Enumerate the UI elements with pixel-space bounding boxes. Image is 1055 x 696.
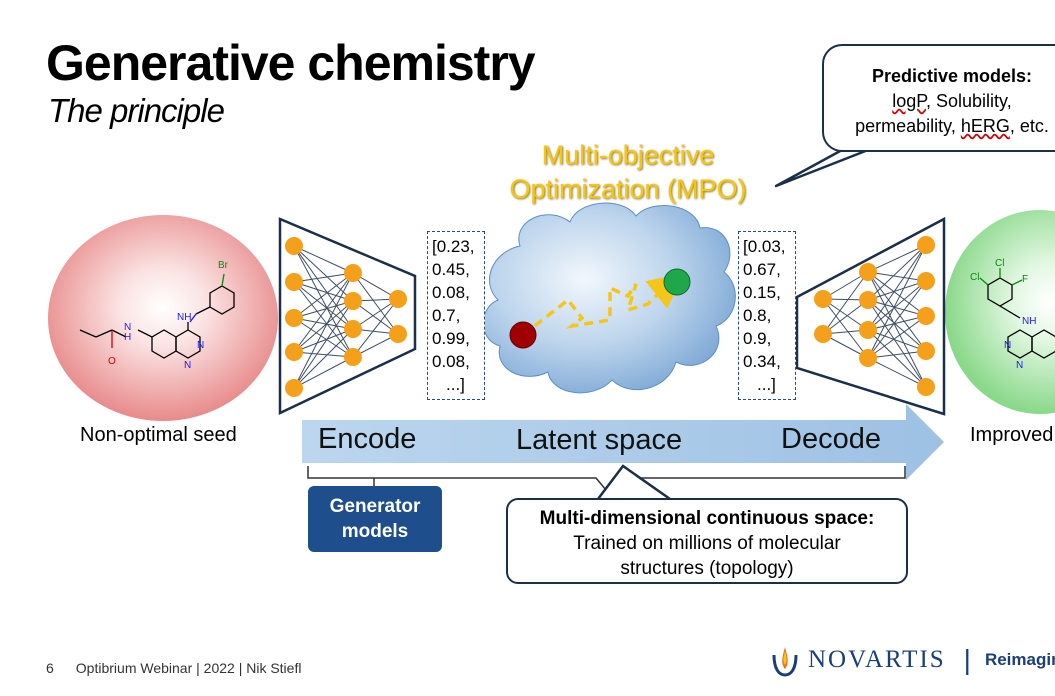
latent-box-line2: structures (topology)	[620, 558, 794, 579]
callout-etc: , etc.	[1009, 116, 1049, 136]
atom-n2-improved-label: N	[1016, 360, 1024, 371]
predictive-models-callout: Predictive models: logP, Solubility, per…	[822, 44, 1055, 152]
footer: 6 Optibrium Webinar | 2022 | Nik Stiefl	[46, 660, 301, 676]
vector-value: 0.99,	[432, 329, 470, 348]
start-point	[509, 321, 537, 349]
decoder-network	[795, 216, 946, 416]
callout-solubility: , Solubility,	[926, 91, 1012, 111]
atom-cl1-label: Cl	[970, 272, 980, 283]
atom-h-amide-label: H	[124, 332, 132, 343]
callout-pointer	[774, 148, 869, 188]
callout-line1: logP, Solubility,	[824, 89, 1055, 114]
page-number: 6	[46, 660, 54, 676]
mpo-line2: Optimization (MPO)	[509, 174, 747, 204]
vector-value: 0.15,	[743, 283, 781, 302]
flow-arrow	[302, 404, 944, 480]
atom-n-ring2-label: N	[184, 360, 192, 371]
slide-subtitle: The principle	[48, 92, 225, 129]
improved-glow	[945, 210, 1055, 414]
generator-line2: models	[341, 521, 409, 542]
generator-line1: Generator	[329, 496, 421, 517]
end-point	[663, 268, 691, 296]
vector-value: 0.34,	[743, 352, 781, 371]
vector-value: 0.8,	[743, 306, 772, 325]
seed-glow	[48, 215, 278, 421]
logo-separator: |	[963, 644, 971, 675]
atom-f-label: F	[1022, 274, 1029, 285]
improved-molecule	[979, 268, 1055, 359]
vector-value: ...]	[757, 375, 776, 394]
logo-brand: NOVARTIS	[808, 646, 946, 673]
encode-vector: [0.23, 0.45, 0.08, 0.7, 0.99, 0.08, ...]	[427, 231, 485, 400]
atom-br-label: Br	[218, 260, 228, 271]
mpo-line1: Multi-objective	[541, 140, 715, 170]
callout-herg: hERG	[960, 116, 1010, 136]
callout-permeability: permeability,	[855, 116, 961, 136]
latent-space-label: Latent space	[516, 424, 683, 456]
latent-pointer	[597, 464, 671, 501]
vector-value: ...]	[446, 375, 465, 394]
slide-title: Generative chemistry	[46, 35, 536, 91]
mpo-label: Multi-objective Optimization (MPO)	[496, 138, 760, 206]
logo-tagline: Reimagining Medicine	[984, 650, 1055, 669]
vector-value: 0.45,	[432, 260, 470, 279]
callout-heading: Predictive models:	[871, 66, 1033, 86]
improved-caption: Improved	[970, 424, 1054, 446]
atom-n-amide-label: N	[124, 322, 132, 333]
atom-nh-improved-label: NH	[1022, 316, 1037, 327]
latent-box-heading: Multi-dimensional continuous space:	[539, 508, 875, 529]
encoder-network	[278, 217, 417, 415]
callout-line2: permeability, hERG, etc.	[824, 114, 1055, 139]
callout-logp: logP	[892, 91, 926, 111]
novartis-flame-icon	[772, 647, 798, 677]
vector-value: [0.03,	[743, 237, 786, 256]
vector-value: 0.9,	[743, 329, 772, 348]
vector-value: [0.23,	[432, 237, 475, 256]
vector-value: 0.08,	[432, 352, 470, 371]
atom-cl2-label: Cl	[995, 258, 1005, 269]
seed-molecule	[79, 273, 235, 359]
seed-caption: Non-optimal seed	[80, 424, 237, 446]
atom-n-ring1-label: N	[197, 340, 205, 351]
atom-nh-label: NH	[177, 312, 192, 323]
footer-text: Optibrium Webinar | 2022 | Nik Stiefl	[75, 660, 302, 676]
vector-value: 0.7,	[432, 306, 461, 325]
novartis-logo: NOVARTIS | Reimagining Medicine	[770, 640, 1055, 680]
latent-box-line1: Trained on millions of molecular	[573, 533, 841, 554]
latent-space-box: Multi-dimensional continuous space: Trai…	[506, 498, 908, 584]
atom-n1-improved-label: N	[1004, 340, 1012, 351]
atom-o-label: O	[108, 356, 116, 367]
vector-value: 0.67,	[743, 260, 781, 279]
decode-label: Decode	[781, 423, 881, 455]
generator-models-box: Generator models	[308, 486, 442, 552]
encode-label: Encode	[318, 423, 417, 455]
vector-value: 0.08,	[432, 283, 470, 302]
decode-vector: [0.03, 0.67, 0.15, 0.8, 0.9, 0.34, ...]	[738, 231, 796, 400]
optimization-path	[521, 273, 684, 337]
